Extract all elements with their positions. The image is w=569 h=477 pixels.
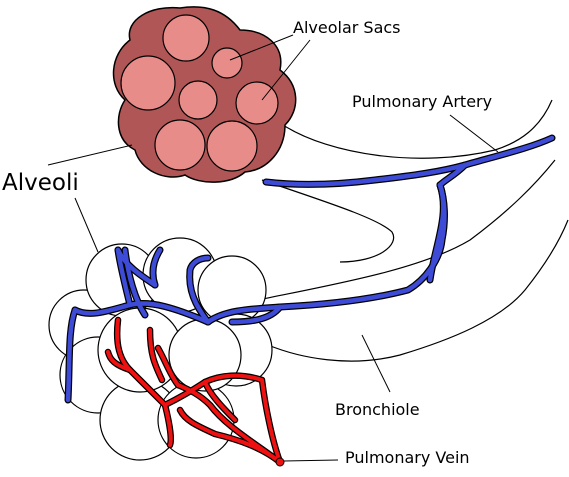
leader-alveolar-sacs-2 [261, 39, 311, 101]
leader-alveolar-sacs-1 [229, 34, 294, 61]
label-pulmonary-vein: Pulmonary Vein [345, 448, 470, 467]
alveolus-inner-6 [154, 119, 206, 171]
label-pulmonary-artery: Pulmonary Artery [352, 92, 493, 111]
alveolus-inner-4 [178, 80, 218, 120]
leader-alveoli-1 [47, 144, 133, 166]
bronchiole-tube [257, 99, 569, 362]
alveolus-inner-1 [162, 14, 210, 62]
vein-end-point [275, 457, 285, 467]
label-alveoli: Alveoli [2, 170, 79, 196]
pulmonary-artery-vessels [64, 134, 556, 404]
leader-bronchiole [361, 334, 391, 393]
alveolar-sac-cluster [112, 6, 297, 183]
label-alveolar-sacs: Alveolar Sacs [293, 18, 401, 37]
label-bronchiole: Bronchiole [335, 400, 420, 419]
leader-pulmonary-vein [283, 459, 339, 462]
leader-pulmonary-artery [449, 114, 499, 153]
alveolus-inner-2 [211, 47, 243, 79]
pulmonary-vein-vessels [104, 316, 285, 467]
leader-lines [47, 34, 499, 462]
leader-alveoli-2 [74, 197, 99, 253]
alveolus-inner-3 [120, 55, 176, 111]
alveolus-inner-7 [206, 120, 258, 172]
